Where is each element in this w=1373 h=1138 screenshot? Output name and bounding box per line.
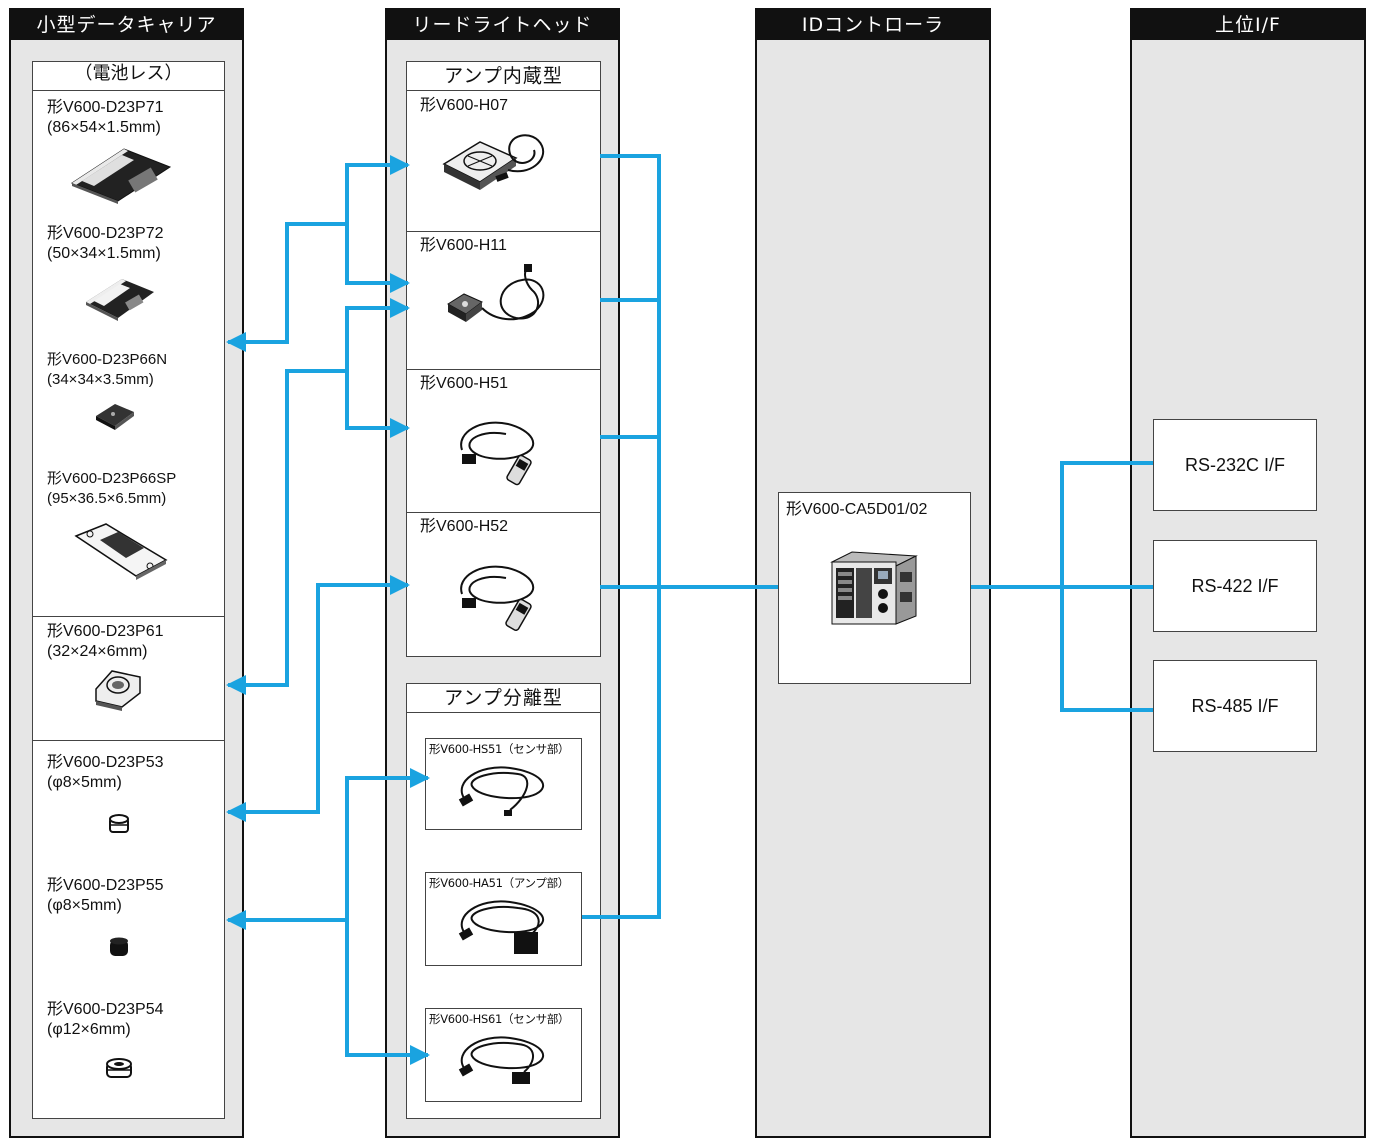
cylinder-tag-image xyxy=(109,814,129,833)
amp-builtin-title: アンプ内蔵型 xyxy=(406,61,601,91)
carrier-model-label: 形V600-D23P72 xyxy=(47,225,164,242)
carrier-model-label: 形V600-D23P53 xyxy=(47,754,164,771)
wire-to-h51 xyxy=(345,371,410,438)
rs485-interface-box: RS-485 I/F xyxy=(1153,660,1317,752)
head-model-label: 形V600-H51 xyxy=(420,375,509,392)
carrier-size-label: (32×24×6mm) xyxy=(47,643,148,660)
black-cylinder-tag-image xyxy=(110,937,128,956)
wire-heads-bus xyxy=(582,154,661,919)
battery-less-title: （電池レス） xyxy=(74,63,183,84)
wire-p55-to-separate xyxy=(226,768,430,930)
head-h51-box xyxy=(406,369,601,513)
carrier-model-label: 形V600-D23P55 xyxy=(47,877,164,894)
hex-tag-image xyxy=(95,670,141,711)
carrier-size-label: (86×54×1.5mm) xyxy=(47,119,161,136)
carrier-model-label: 形V600-D23P71 xyxy=(47,99,164,116)
carrier-model-label: 形V600-D23P54 xyxy=(47,1001,164,1018)
wire-host-bus xyxy=(1060,461,1153,712)
wire-to-hs61 xyxy=(345,920,430,1065)
head-h11-box xyxy=(406,231,601,370)
rs232c-interface-box: RS-232C I/F xyxy=(1153,419,1317,511)
head-h52-image xyxy=(460,565,535,632)
head-ha51-box xyxy=(425,872,582,966)
head-hs61-image xyxy=(458,1036,545,1084)
controller-column-header: IDコントローラ xyxy=(757,10,989,40)
carrier-model-label: 形V600-D23P66SP xyxy=(47,470,177,487)
wire-p71-group-to-h07-h11 xyxy=(226,155,410,352)
head-model-label: 形V600-HS51（センサ部） xyxy=(429,742,570,756)
host-column-header: 上位I/F xyxy=(1132,10,1364,40)
head-hs61-box xyxy=(425,1008,582,1102)
head-hs51-image xyxy=(458,766,545,816)
head-h51-image xyxy=(460,421,535,486)
head-model-label: 形V600-HA51（アンプ部） xyxy=(429,876,570,890)
head-model-label: 形V600-H52 xyxy=(420,518,509,535)
head-h07-image xyxy=(442,134,545,190)
head-ha51-image xyxy=(458,900,545,954)
carrier-coin-group xyxy=(32,740,225,1119)
card-tag-large-image xyxy=(70,148,172,204)
carrier-model-label: 形V600-D23P61 xyxy=(47,623,164,640)
carrier-size-label: (φ8×5mm) xyxy=(47,774,122,791)
amp-separate-title: アンプ分離型 xyxy=(406,683,601,713)
head-h52-box xyxy=(406,512,601,657)
head-model-label: 形V600-H11 xyxy=(420,237,507,254)
head-model-label: 形V600-H07 xyxy=(420,97,509,114)
head-h11-image xyxy=(447,264,545,322)
head-model-label: 形V600-HS61（センサ部） xyxy=(429,1012,570,1026)
wire-to-h11 xyxy=(345,224,410,293)
carrier-size-label: (34×34×3.5mm) xyxy=(47,371,154,388)
square-tag-image xyxy=(96,404,134,430)
readhead-column-header: リードライトヘッド xyxy=(387,10,618,40)
battery-less-title-divider xyxy=(32,90,225,91)
card-tag-small-image xyxy=(86,279,154,321)
controller-model-label: 形V600-CA5D01/02 xyxy=(786,501,928,518)
rs422-interface-box: RS-422 I/F xyxy=(1153,540,1317,632)
carrier-model-label: 形V600-D23P66N xyxy=(47,351,168,368)
controller-unit-image xyxy=(830,551,918,625)
mount-tag-image xyxy=(74,523,168,580)
coin-tag-image xyxy=(106,1058,132,1078)
carrier-size-label: (φ8×5mm) xyxy=(47,897,122,914)
carrier-column-header: 小型データキャリア xyxy=(11,10,242,40)
carrier-size-label: (50×34×1.5mm) xyxy=(47,245,161,262)
head-hs51-box xyxy=(425,738,582,830)
carrier-size-label: (φ12×6mm) xyxy=(47,1021,131,1038)
carrier-size-label: (95×36.5×6.5mm) xyxy=(47,490,167,507)
